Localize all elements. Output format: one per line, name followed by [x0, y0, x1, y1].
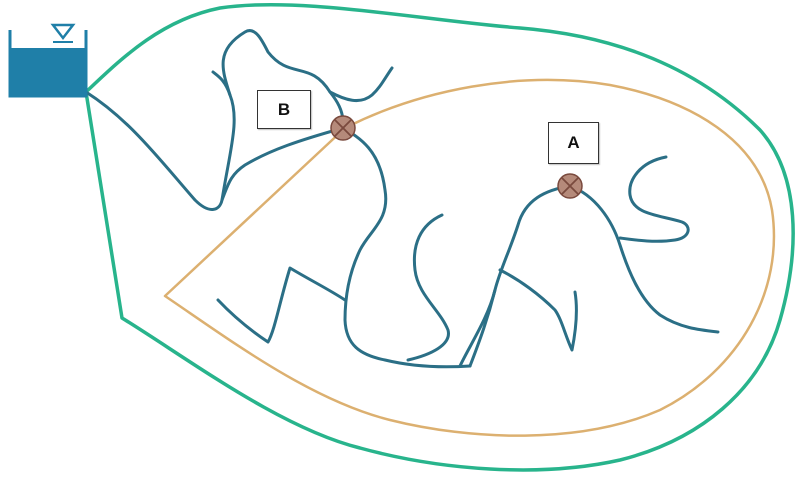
valve-b-label: B: [257, 90, 311, 129]
pipe-a-mid: [498, 268, 578, 352]
pipe-spur-left: [211, 70, 232, 97]
pipe-b-down: [341, 126, 472, 369]
pipe-a-left: [458, 184, 572, 368]
pipe-tank-lower: [84, 29, 345, 211]
pipe-spur-upper: [328, 66, 394, 103]
inner-boundary-pipe: [163, 78, 776, 437]
pipe-lower-left-zigzag: [216, 266, 347, 344]
valve-a-label: A: [548, 122, 599, 164]
pipe-b-to-lower-left: [220, 126, 345, 202]
valve-a-icon: [557, 173, 583, 199]
pipe-a-right: [568, 184, 720, 334]
pipe-bottom-connector: [468, 288, 497, 368]
valve-b-icon: [330, 115, 356, 141]
water-tank-icon: [8, 23, 88, 98]
pipe-right-hook: [618, 155, 690, 243]
outer-boundary-pipe: [84, 3, 795, 472]
network-pipes: [84, 29, 720, 369]
pipe-middle-s: [406, 213, 450, 362]
